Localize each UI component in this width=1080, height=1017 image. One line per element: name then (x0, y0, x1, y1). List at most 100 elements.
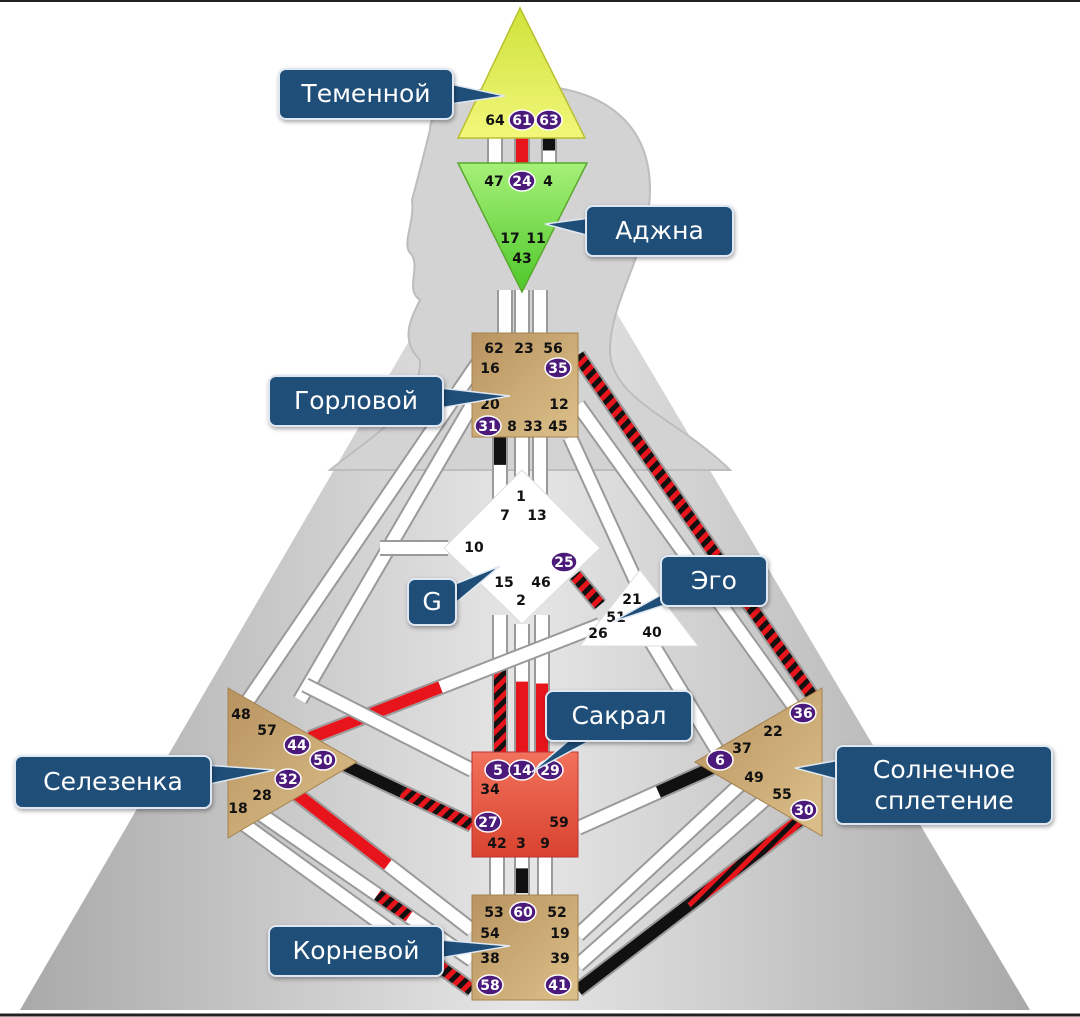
gate-number: 24 (512, 174, 532, 190)
label-solar-plexus: Солнечное сплетение (835, 745, 1053, 825)
gate-55[interactable]: 55 (772, 787, 791, 803)
gate-number: 36 (793, 706, 812, 722)
gate-26[interactable]: 26 (588, 626, 607, 642)
channel (280, 778, 477, 937)
gate-52[interactable]: 52 (547, 905, 566, 921)
gate-43[interactable]: 43 (512, 251, 531, 267)
gate-14[interactable]: 14 (508, 759, 536, 781)
gate-24[interactable]: 24 (508, 170, 536, 192)
gate-number: 44 (287, 738, 307, 754)
gate-54[interactable]: 54 (480, 926, 500, 942)
gate-number: 42 (487, 836, 506, 852)
gate-46[interactable]: 46 (531, 575, 550, 591)
gate-39[interactable]: 39 (550, 951, 569, 967)
gate-28[interactable]: 28 (252, 788, 271, 804)
gate-31[interactable]: 31 (474, 415, 502, 437)
gate-2[interactable]: 2 (516, 593, 526, 609)
gate-number: 33 (523, 419, 542, 435)
channel-activation-red (281, 780, 392, 870)
gate-number: 51 (606, 610, 625, 626)
g-center[interactable] (443, 469, 601, 625)
gate-38[interactable]: 38 (480, 951, 499, 967)
gate-57[interactable]: 57 (257, 723, 276, 739)
gate-35[interactable]: 35 (544, 357, 572, 379)
gate-11[interactable]: 11 (526, 231, 545, 247)
gate-25[interactable]: 25 (550, 551, 578, 573)
label-sacral: Сакрал (545, 690, 693, 742)
channel-activation-stripe (573, 351, 820, 704)
gate-number: 22 (763, 724, 782, 740)
gate-32[interactable]: 32 (274, 768, 302, 790)
gate-7[interactable]: 7 (500, 508, 510, 524)
gate-61[interactable]: 61 (508, 109, 536, 131)
gate-51[interactable]: 51 (606, 610, 625, 626)
gate-6[interactable]: 6 (706, 749, 734, 771)
gate-44[interactable]: 44 (283, 734, 311, 756)
gate-number: 64 (485, 113, 505, 129)
gate-4[interactable]: 4 (543, 174, 553, 190)
channel-activation-black (342, 759, 405, 798)
channel-activation-stripe (374, 889, 413, 922)
gate-50[interactable]: 50 (309, 749, 337, 771)
gate-45[interactable]: 45 (548, 419, 567, 435)
gate-1[interactable]: 1 (516, 489, 526, 505)
gate-33[interactable]: 33 (523, 419, 542, 435)
gate-19[interactable]: 19 (550, 926, 569, 942)
activation-badge (309, 749, 337, 771)
gate-21[interactable]: 21 (622, 592, 641, 608)
gate-18[interactable]: 18 (228, 801, 247, 817)
gate-12[interactable]: 12 (549, 397, 568, 413)
activation-badge (550, 551, 578, 573)
gate-36[interactable]: 36 (789, 702, 817, 724)
gate-number: 30 (794, 803, 814, 819)
gate-47[interactable]: 47 (484, 174, 503, 190)
gate-27[interactable]: 27 (474, 811, 502, 833)
gate-59[interactable]: 59 (549, 815, 568, 831)
gate-10[interactable]: 10 (464, 540, 484, 556)
gate-34[interactable]: 34 (480, 782, 500, 798)
gate-number: 47 (484, 174, 503, 190)
gate-42[interactable]: 42 (487, 836, 506, 852)
gate-60[interactable]: 60 (509, 901, 537, 923)
channel-activation-stripe (685, 815, 804, 910)
gate-17[interactable]: 17 (500, 231, 519, 247)
activation-badge (476, 974, 504, 996)
gate-5[interactable]: 5 (484, 759, 512, 781)
gate-13[interactable]: 13 (527, 508, 546, 524)
gate-62[interactable]: 62 (484, 341, 503, 357)
gate-9[interactable]: 9 (540, 836, 550, 852)
gate-53[interactable]: 53 (484, 905, 503, 921)
gate-41[interactable]: 41 (544, 974, 572, 996)
gate-3[interactable]: 3 (516, 836, 526, 852)
ajna-center[interactable] (456, 162, 589, 294)
gate-number: 48 (231, 707, 250, 723)
gate-number: 58 (480, 978, 499, 994)
gate-number: 52 (547, 905, 566, 921)
activation-badge (474, 811, 502, 833)
gate-8[interactable]: 8 (507, 419, 517, 435)
gate-number: 15 (494, 575, 513, 591)
gate-number: 45 (548, 419, 567, 435)
spleen-center[interactable] (227, 687, 358, 839)
channel (568, 569, 607, 611)
gate-63[interactable]: 63 (535, 109, 563, 131)
head-center[interactable] (456, 6, 587, 139)
gate-16[interactable]: 16 (480, 361, 499, 377)
gate-58[interactable]: 58 (476, 974, 504, 996)
gate-49[interactable]: 49 (744, 770, 763, 786)
gate-40[interactable]: 40 (642, 625, 662, 641)
gate-22[interactable]: 22 (763, 724, 782, 740)
gate-number: 2 (516, 593, 526, 609)
solar-plexus-center[interactable] (694, 687, 823, 837)
channel-activation-stripe (399, 786, 475, 831)
gate-64[interactable]: 64 (485, 113, 505, 129)
gate-30[interactable]: 30 (790, 799, 818, 821)
activation-badge (789, 702, 817, 724)
gate-48[interactable]: 48 (231, 707, 250, 723)
gate-23[interactable]: 23 (514, 341, 533, 357)
gate-15[interactable]: 15 (494, 575, 513, 591)
gate-number: 6 (715, 753, 725, 769)
gate-56[interactable]: 56 (543, 341, 562, 357)
gate-37[interactable]: 37 (732, 741, 751, 757)
